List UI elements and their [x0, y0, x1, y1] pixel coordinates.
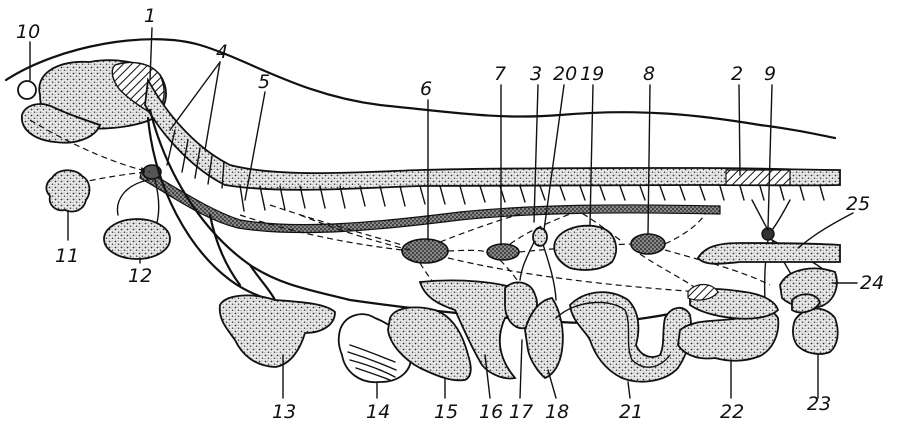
label-18: 18	[545, 401, 569, 423]
caudal-mesenteric-ganglion	[631, 234, 665, 254]
label-24: 24	[860, 272, 884, 294]
lungs-13	[220, 295, 335, 367]
label-23: 23	[807, 393, 831, 415]
label-25: 25	[846, 193, 870, 215]
label-9: 9	[764, 63, 776, 85]
celiac-ganglion	[402, 239, 448, 263]
cranial-mesenteric-ganglion	[487, 244, 519, 260]
label-11: 11	[55, 245, 79, 267]
label-16: 16	[479, 401, 503, 423]
label-2: 2	[731, 63, 743, 85]
label-21: 21	[619, 401, 643, 423]
label-8: 8	[643, 63, 655, 85]
adrenal-20	[533, 228, 547, 246]
colon-21	[570, 292, 691, 381]
label-15: 15	[434, 401, 458, 423]
eye-ciliary-ganglion	[18, 81, 36, 99]
label-6: 6	[420, 78, 432, 100]
label-4: 4	[216, 41, 228, 63]
label-7: 7	[494, 63, 506, 85]
salivary-gland-11	[46, 170, 89, 211]
label-19: 19	[580, 63, 604, 85]
label-14: 14	[366, 401, 390, 423]
bladder-23	[793, 308, 838, 353]
label-13: 13	[272, 401, 296, 423]
parotid-gland-12	[104, 219, 170, 259]
label-3: 3	[530, 63, 542, 85]
label-12: 12	[128, 265, 152, 287]
label-5: 5	[258, 71, 270, 93]
label-22: 22	[720, 401, 744, 423]
label-10: 10	[16, 21, 40, 43]
label-17: 17	[509, 401, 533, 423]
kidney-19	[554, 226, 616, 270]
tail-vertebral-25	[698, 243, 840, 264]
label-20: 20	[553, 63, 577, 85]
label-1: 1	[144, 5, 156, 27]
sacral-hatched	[726, 170, 790, 185]
